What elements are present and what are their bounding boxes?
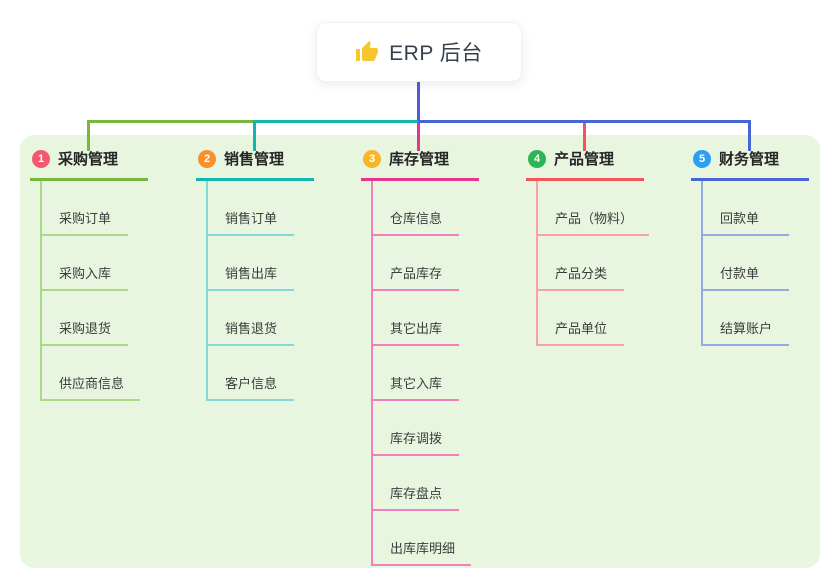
branch-inventory: 3 库存管理 仓库信息 产品库存 其它出库 其它入库 库存调拨 库存盘点 出库库… (361, 148, 479, 566)
node-receipt-bill[interactable]: 回款单 (703, 181, 789, 236)
node-settlement-account[interactable]: 结算账户 (703, 291, 789, 346)
branch-header-purchase[interactable]: 1 采购管理 (30, 148, 148, 181)
branch-header-finance[interactable]: 5 财务管理 (691, 148, 809, 181)
node-payment-bill[interactable]: 付款单 (703, 236, 789, 291)
node-sales-order[interactable]: 销售订单 (208, 181, 294, 236)
node-supplier-info[interactable]: 供应商信息 (42, 346, 141, 401)
branch-title: 产品管理 (554, 151, 615, 168)
root-label: ERP 后台 (389, 42, 483, 65)
connector-bus-mid-teal (253, 120, 418, 123)
branch-title: 库存管理 (389, 151, 450, 168)
node-product-material[interactable]: 产品（物料） (538, 181, 650, 236)
node-other-outbound[interactable]: 其它出库 (373, 291, 459, 346)
branch-header-inventory[interactable]: 3 库存管理 (361, 148, 479, 181)
thumbs-up-icon (355, 40, 379, 64)
badge-1-icon: 1 (32, 149, 50, 168)
branch-title: 财务管理 (719, 151, 780, 168)
connector-drop-branch-5 (748, 123, 751, 151)
node-stock-count[interactable]: 库存盘点 (373, 456, 459, 511)
node-purchase-return[interactable]: 采购退货 (42, 291, 128, 346)
node-customer-info[interactable]: 客户信息 (208, 346, 294, 401)
branch-header-sales[interactable]: 2 销售管理 (196, 148, 314, 181)
branch-title: 采购管理 (58, 151, 119, 168)
node-product-stock[interactable]: 产品库存 (373, 236, 459, 291)
connector-bus-right-blue (418, 120, 751, 123)
node-other-inbound[interactable]: 其它入库 (373, 346, 459, 401)
node-purchase-order[interactable]: 采购订单 (42, 181, 128, 236)
branch-children: 销售订单 销售出库 销售退货 客户信息 (206, 181, 314, 401)
branch-children: 回款单 付款单 结算账户 (701, 181, 809, 346)
branch-product: 4 产品管理 产品（物料） 产品分类 产品单位 (526, 148, 650, 346)
branch-purchase: 1 采购管理 采购订单 采购入库 采购退货 供应商信息 (30, 148, 148, 401)
connector-drop-branch-1 (87, 120, 90, 151)
badge-2-icon: 2 (198, 149, 216, 168)
node-warehouse-info[interactable]: 仓库信息 (373, 181, 459, 236)
connector-drop-branch-4 (583, 123, 586, 151)
mindmap-canvas (20, 135, 820, 568)
connector-drop-branch-2 (253, 120, 256, 151)
node-sales-return[interactable]: 销售退货 (208, 291, 294, 346)
badge-5-icon: 5 (693, 149, 711, 168)
node-sales-outbound[interactable]: 销售出库 (208, 236, 294, 291)
node-product-unit[interactable]: 产品单位 (538, 291, 624, 346)
badge-3-icon: 3 (363, 149, 381, 168)
branch-finance: 5 财务管理 回款单 付款单 结算账户 (691, 148, 809, 346)
branch-children: 采购订单 采购入库 采购退货 供应商信息 (40, 181, 148, 401)
root-node[interactable]: ERP 后台 (316, 22, 522, 82)
branch-header-product[interactable]: 4 产品管理 (526, 148, 644, 181)
badge-4-icon: 4 (528, 149, 546, 168)
node-purchase-inbound[interactable]: 采购入库 (42, 236, 128, 291)
branch-title: 销售管理 (224, 151, 285, 168)
connector-root-vertical (417, 82, 420, 122)
branch-children: 仓库信息 产品库存 其它出库 其它入库 库存调拨 库存盘点 出库库明细 (371, 181, 479, 566)
node-stock-transfer[interactable]: 库存调拨 (373, 401, 459, 456)
node-product-category[interactable]: 产品分类 (538, 236, 624, 291)
branch-children: 产品（物料） 产品分类 产品单位 (536, 181, 650, 346)
connector-bus-left-green (87, 120, 255, 123)
connector-drop-branch-3 (417, 123, 420, 151)
branch-sales: 2 销售管理 销售订单 销售出库 销售退货 客户信息 (196, 148, 314, 401)
node-outbound-detail[interactable]: 出库库明细 (373, 511, 472, 566)
